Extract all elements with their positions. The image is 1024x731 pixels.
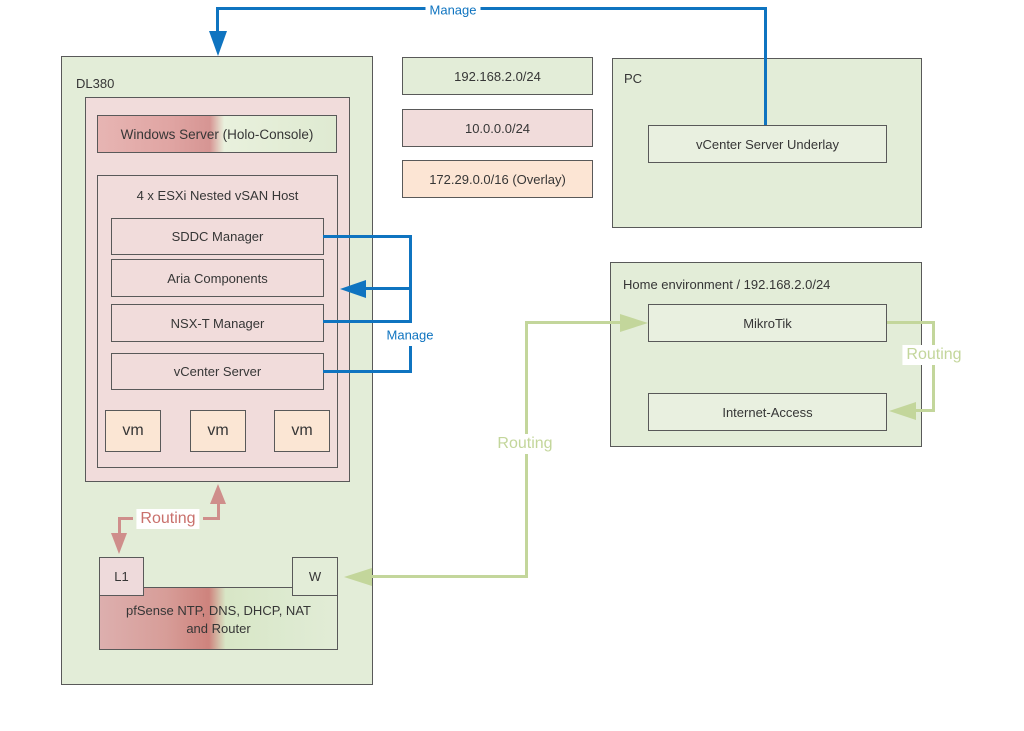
manage-line-sddc xyxy=(323,235,412,238)
vm-label: vm xyxy=(291,422,313,439)
port-l1-box: L1 xyxy=(99,557,144,596)
routing-internet-line-top xyxy=(887,321,935,324)
internet-access-box: Internet-Access xyxy=(648,393,887,431)
component-sddc-manager: SDDC Manager xyxy=(111,218,324,255)
routing-pink-left-link xyxy=(119,517,133,520)
routing-internet-label: Routing xyxy=(902,345,966,365)
vm-box: vm xyxy=(274,410,330,452)
component-label: SDDC Manager xyxy=(171,229,264,244)
port-w-label: W xyxy=(308,569,322,584)
internet-access-label: Internet-Access xyxy=(722,404,813,420)
dl380-title: DL380 xyxy=(76,76,115,91)
routing-arrowhead-internet-icon xyxy=(889,402,916,420)
manage-components-label: Manage xyxy=(386,327,434,343)
routing-arrowhead-down-icon xyxy=(111,533,127,554)
component-label: Aria Components xyxy=(167,270,268,286)
routing-internet-line-vertical xyxy=(932,321,935,412)
manage-line-nsxt xyxy=(323,320,412,323)
manage-arrowhead-left-icon xyxy=(340,280,366,298)
holo-console-box: Windows Server (Holo-Console) xyxy=(97,115,337,153)
pfsense-label-line1: pfSense NTP, DNS, DHCP, NAT xyxy=(126,603,311,618)
manage-bus-vertical-lower xyxy=(409,346,412,373)
routing-pink-down-shaft xyxy=(118,517,121,534)
pfsense-box: pfSense NTP, DNS, DHCP, NAT and Router xyxy=(99,587,338,650)
component-label: NSX-T Manager xyxy=(170,315,265,331)
manage-top-line-horizontal xyxy=(216,7,766,10)
legend-label: 172.29.0.0/16 (Overlay) xyxy=(429,171,566,187)
legend-label: 10.0.0.0/24 xyxy=(464,120,531,136)
legend-nested-network: 10.0.0.0/24 xyxy=(402,109,593,147)
holo-console-label: Windows Server (Holo-Console) xyxy=(120,126,314,142)
manage-top-line-left-drop xyxy=(216,7,219,32)
routing-arrowhead-up-icon xyxy=(210,484,226,504)
routing-pink-right-link xyxy=(203,517,220,520)
component-aria-components: Aria Components xyxy=(111,259,324,297)
vm-box: vm xyxy=(105,410,161,452)
component-nsx-t-manager: NSX-T Manager xyxy=(111,304,324,342)
routing-wan-line-bottom xyxy=(372,575,528,578)
routing-internet-line-bottom xyxy=(916,409,935,412)
routing-pink-up-shaft xyxy=(217,503,220,519)
legend-overlay-network: 172.29.0.0/16 (Overlay) xyxy=(402,160,593,198)
manage-line-aria xyxy=(366,287,412,290)
port-w-box: W xyxy=(292,557,338,596)
port-l1-label: L1 xyxy=(114,569,129,584)
manage-line-vcenter xyxy=(323,370,412,373)
legend-management-network: 192.168.2.0/24 xyxy=(402,57,593,95)
routing-wan-label: Routing xyxy=(493,434,557,454)
home-environment-title: Home environment / 192.168.2.0/24 xyxy=(623,277,831,292)
routing-arrowhead-w-icon xyxy=(344,568,372,586)
vcenter-underlay-label: vCenter Server Underlay xyxy=(695,136,840,152)
component-label: vCenter Server xyxy=(173,364,262,379)
mikrotik-label: MikroTik xyxy=(743,315,792,331)
manage-top-line-right-drop xyxy=(764,7,767,125)
routing-arrowhead-mikrotik-icon xyxy=(620,314,648,332)
vm-box: vm xyxy=(190,410,246,452)
pc-title: PC xyxy=(624,71,643,86)
component-vcenter-server: vCenter Server xyxy=(111,353,324,390)
manage-arrowhead-down-icon xyxy=(209,31,227,56)
routing-wan-line-top xyxy=(525,321,621,324)
vm-label: vm xyxy=(122,422,144,439)
vcenter-underlay-box: vCenter Server Underlay xyxy=(648,125,887,163)
esxi-host-title: 4 x ESXi Nested vSAN Host xyxy=(136,188,299,203)
mikrotik-box: MikroTik xyxy=(648,304,887,342)
legend-label: 192.168.2.0/24 xyxy=(454,68,541,84)
routing-pfsense-label: Routing xyxy=(136,509,200,529)
manage-top-label: Manage xyxy=(425,1,481,19)
manage-bus-vertical-upper xyxy=(409,235,412,323)
pfsense-label-line2: and Router xyxy=(186,621,251,636)
vm-label: vm xyxy=(207,422,229,439)
